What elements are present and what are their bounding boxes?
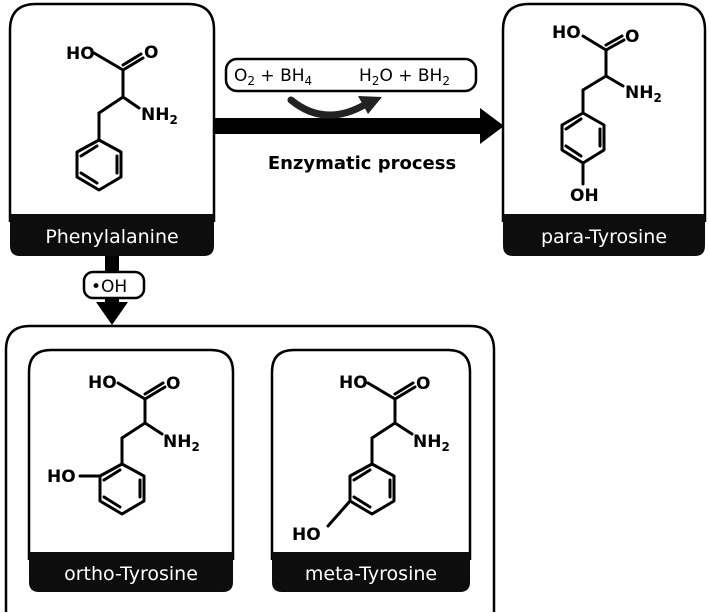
ptyr-ho-label: HO [552, 23, 581, 43]
meta-tyrosine-box: meta-Tyrosine [270, 348, 472, 592]
ortho-tyrosine-label: ortho-Tyrosine [64, 563, 198, 585]
phe-ho-label: HO [66, 44, 95, 64]
cofactor-products: H2O + BH2 [359, 66, 450, 88]
meta-tyrosine-label: meta-Tyrosine [305, 563, 437, 585]
enzymatic-arrow [215, 108, 504, 144]
para-tyrosine-label: para-Tyrosine [541, 226, 667, 248]
hydroxylation-products-box [4, 324, 496, 612]
meta-tyrosine-structure: HO O NH2 HO [292, 373, 450, 545]
ortho-tyrosine-box: ortho-Tyrosine [27, 348, 235, 592]
mtyr-nh2-label: NH2 [413, 432, 450, 454]
hydroxyl-radical-pill: •OH [82, 270, 146, 300]
cofactor-curved-arrow [287, 96, 382, 119]
para-tyrosine-structure: HO O NH2 OH [552, 23, 662, 206]
ptyr-oh-label: OH [570, 186, 599, 206]
para-tyrosine-box: para-Tyrosine [501, 2, 707, 256]
phe-nh2-label: NH2 [141, 105, 178, 127]
cofactor-reactants: O2 + BH4 [234, 66, 312, 88]
mtyr-o-label: O [416, 374, 430, 394]
otyr-ring-ho-label: HO [47, 467, 76, 487]
enzymatic-process-label: Enzymatic process [268, 153, 456, 174]
phenylalanine-label: Phenylalanine [45, 226, 178, 248]
hydroxyl-radical-label: •OH [91, 277, 127, 297]
mtyr-ho-label: HO [339, 373, 368, 393]
phe-o-label: O [144, 43, 158, 63]
phenylalanine-structure: HO O NH2 [66, 43, 178, 192]
ortho-tyrosine-structure: HO O NH2 HO [47, 373, 200, 516]
mtyr-ring-ho-label: HO [292, 525, 321, 545]
otyr-o-label: O [166, 374, 180, 394]
ptyr-nh2-label: NH2 [625, 83, 662, 105]
cofactor-pill: O2 + BH4 H2O + BH2 [224, 57, 478, 93]
phenylalanine-box: Phenylalanine [8, 2, 216, 256]
otyr-nh2-label: NH2 [163, 432, 200, 454]
ptyr-o-label: O [625, 27, 639, 47]
otyr-ho-label: HO [88, 373, 117, 393]
